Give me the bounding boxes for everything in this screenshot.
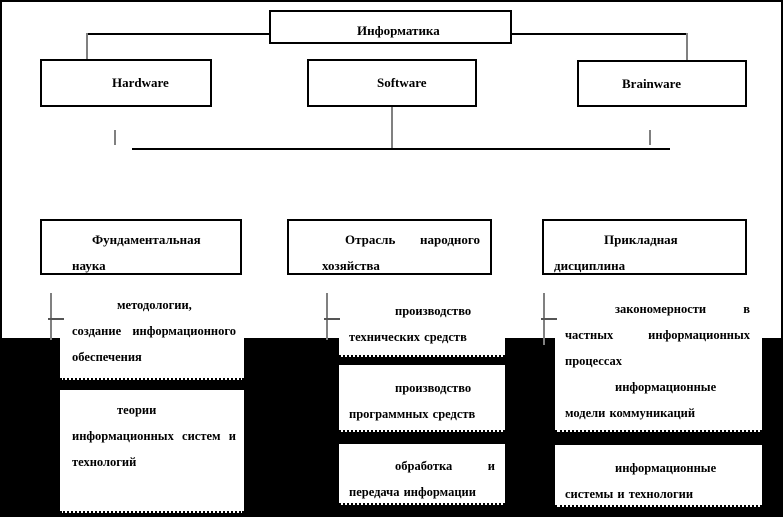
sub-item-box-theories: теории информационных систем и технологи… <box>60 390 244 513</box>
sub-item-box-regularities: закономерности в частных информационных … <box>555 288 762 432</box>
category-title: Фундаментальная наука <box>72 232 201 273</box>
anchor-bracket-left <box>50 293 52 340</box>
informatika-label: Информатика <box>357 23 440 38</box>
software-box: Software <box>307 59 477 107</box>
sub-item-box-methodology: методологии, создание информационного об… <box>60 288 244 380</box>
tick-mark-left <box>114 130 116 145</box>
connector-line-brainware-drop <box>686 33 688 60</box>
brainware-box: Brainware <box>577 60 747 107</box>
software-label: Software <box>377 75 427 90</box>
connector-line-root-right <box>512 33 687 35</box>
anchor-tick-right <box>541 318 557 320</box>
category-box-applied-discipline: Прикладная дисциплина <box>542 219 747 275</box>
sub-item-text: производство технических средств <box>349 304 472 344</box>
sub-item-box-information-systems: информационные системы и технологии <box>555 445 762 507</box>
sub-item-text: информационные системы и технологии <box>565 461 717 501</box>
category-box-economy-branch: Отрасль народного хозяйства <box>287 219 492 275</box>
sub-item-text: методологии, создание информационного об… <box>72 298 236 364</box>
sub-item-box-information-processing: обработка и передача информации <box>339 444 505 505</box>
sub-item-text: производство программных средств <box>349 381 476 421</box>
tick-mark-right <box>649 130 651 145</box>
hardware-label: Hardware <box>112 75 169 90</box>
anchor-tick-left <box>48 318 64 320</box>
connector-line-software-drop <box>391 107 393 149</box>
connector-line-horizontal-bus <box>132 148 670 150</box>
connector-line-hardware-drop <box>86 33 88 59</box>
brainware-label: Brainware <box>622 76 681 91</box>
anchor-bracket-middle <box>326 293 328 340</box>
category-title: Прикладная дисциплина <box>554 232 678 273</box>
connector-line-root-left <box>87 33 269 35</box>
hardware-box: Hardware <box>40 59 212 107</box>
sub-item-text: информационные модели коммуникаций <box>565 380 717 420</box>
sub-item-box-software-production: производство программных средств <box>339 365 505 432</box>
sub-item-box-hardware-production: производство технических средств <box>339 288 505 357</box>
anchor-tick-middle <box>324 318 340 320</box>
informatika-root-box: Информатика <box>269 10 512 44</box>
category-title: Отрасль народного хозяйства <box>322 232 480 273</box>
sub-item-text: теории информационных систем и технологи… <box>72 403 236 469</box>
sub-item-text: обработка и передача информации <box>349 459 495 499</box>
category-box-fundamental-science: Фундаментальная наука <box>40 219 242 275</box>
sub-item-text: закономерности в частных информационных … <box>565 302 750 368</box>
